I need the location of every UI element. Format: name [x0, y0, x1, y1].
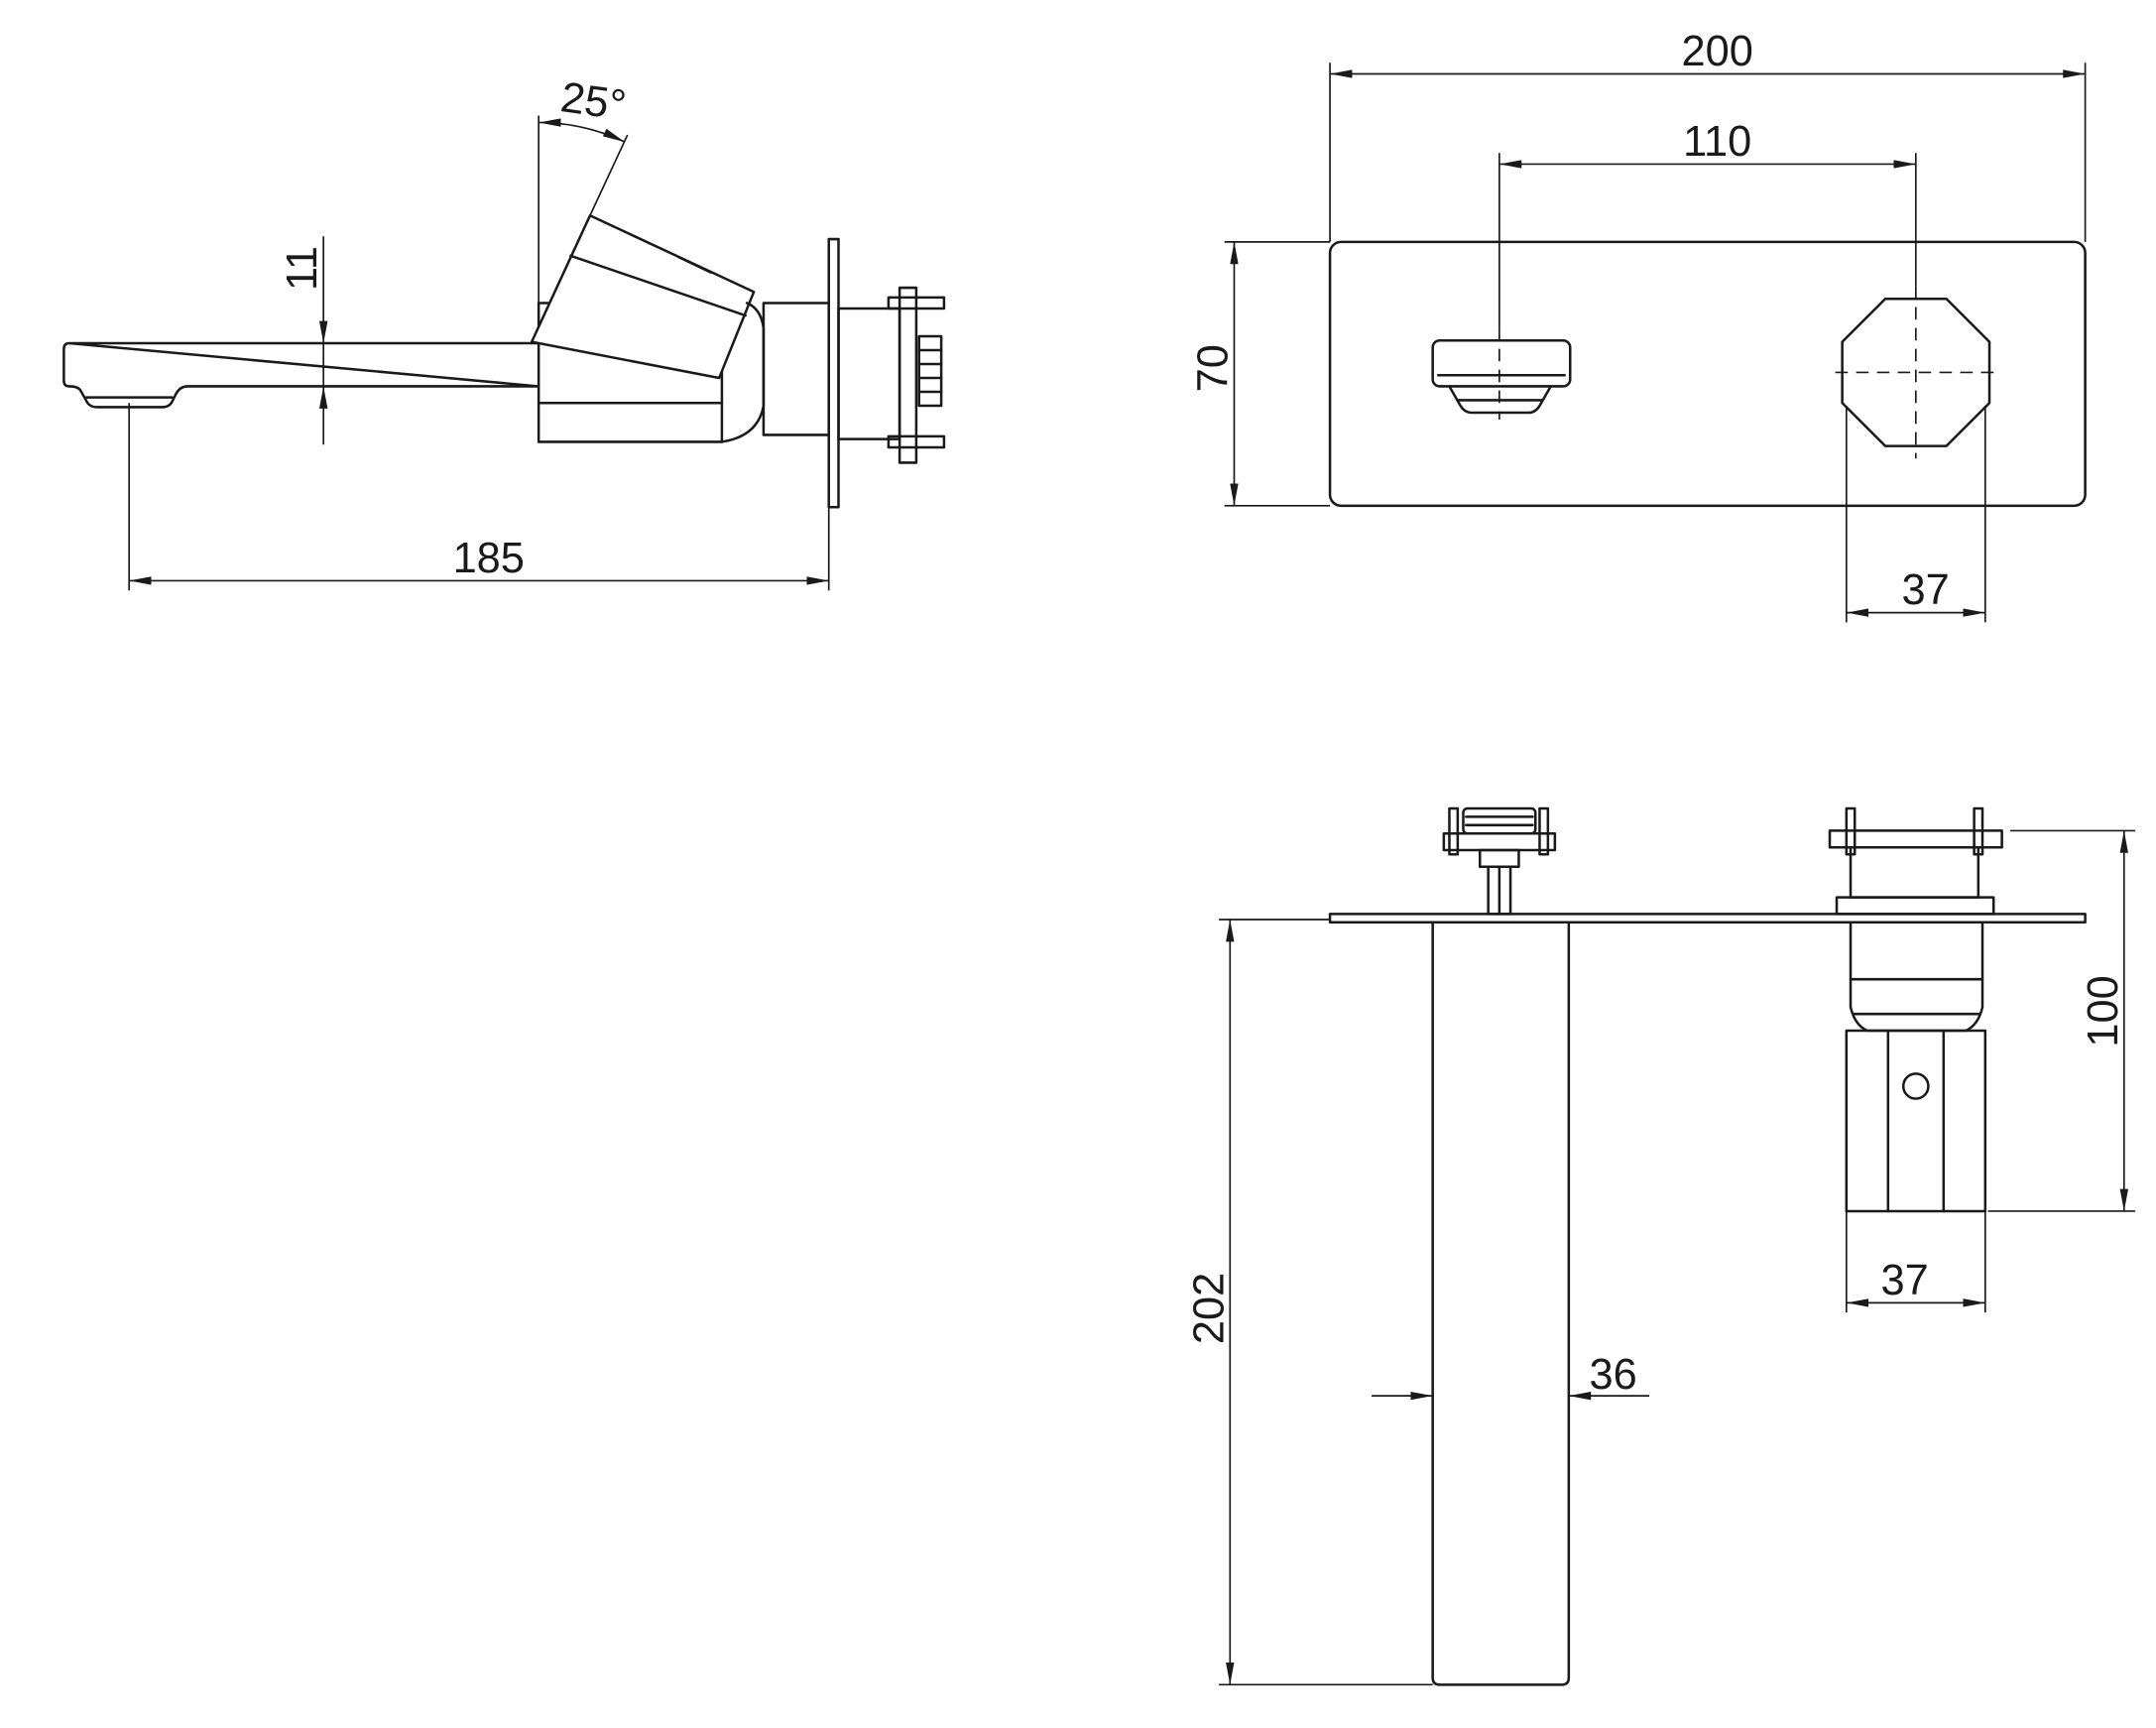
front-width-label: 200: [1681, 28, 1752, 75]
plan-outlet-bolt-left: [1448, 806, 1460, 856]
side-cartridge-splines: [917, 348, 943, 394]
front-view: 200 110 70 37: [1189, 28, 2087, 623]
side-body-connector: [762, 302, 830, 436]
plan-outlet-bolt-right: [1538, 806, 1550, 856]
side-lever-facet-line: [569, 254, 747, 317]
plan-view: 100 37 202 36: [1185, 806, 2136, 1686]
side-projection-label: 185: [453, 535, 525, 582]
plan-handle-facets: [1886, 1029, 1946, 1213]
front-height-label: 70: [1189, 344, 1237, 392]
plan-handle-width-label: 37: [1880, 1257, 1928, 1304]
plan-spout-length-label: 202: [1185, 1273, 1233, 1344]
plan-valve-flange: [1835, 896, 1995, 916]
plan-handle-depth-label: 100: [2080, 975, 2127, 1047]
plan-outlet-cap: [1462, 806, 1537, 835]
side-angle-label: 25°: [557, 73, 629, 130]
plan-outlet-bracket: [1442, 831, 1557, 852]
plan-handle-grub-screw: [1901, 1072, 1930, 1100]
side-thickness-label: 11: [279, 246, 326, 291]
front-centres-label: 110: [1683, 118, 1751, 166]
plan-wall-plate: [1328, 913, 2087, 925]
front-wall-plate: [1328, 240, 2087, 508]
side-lever: [530, 214, 756, 380]
plan-outlet-cap-lines: [1465, 815, 1534, 827]
plan-handle-knob: [1845, 1029, 1987, 1213]
side-cartridge-spindle: [917, 334, 943, 408]
front-handle-label: 37: [1901, 566, 1949, 614]
side-spout: [62, 341, 540, 409]
side-valve-body: [837, 307, 901, 440]
plan-valve-body: [1849, 845, 1980, 899]
plan-spout-width-label: 36: [1590, 1351, 1637, 1399]
side-mounting-bracket: [898, 286, 918, 464]
front-octagonal-handle: [1841, 297, 1991, 447]
side-angle-extension-tilted: [589, 134, 629, 216]
side-wall-plate: [827, 237, 840, 509]
side-angle-arc: [539, 118, 626, 143]
side-bracket-bolt-top: [887, 296, 946, 310]
plan-outlet-stem-collar: [1479, 848, 1520, 869]
side-lever-top-facet: [677, 255, 712, 274]
side-view: 25° 11 185: [62, 73, 946, 591]
plan-spout-body: [1431, 921, 1571, 1686]
front-spout-outlet: [1431, 338, 1572, 388]
side-bracket-bolt-bottom: [887, 434, 946, 449]
